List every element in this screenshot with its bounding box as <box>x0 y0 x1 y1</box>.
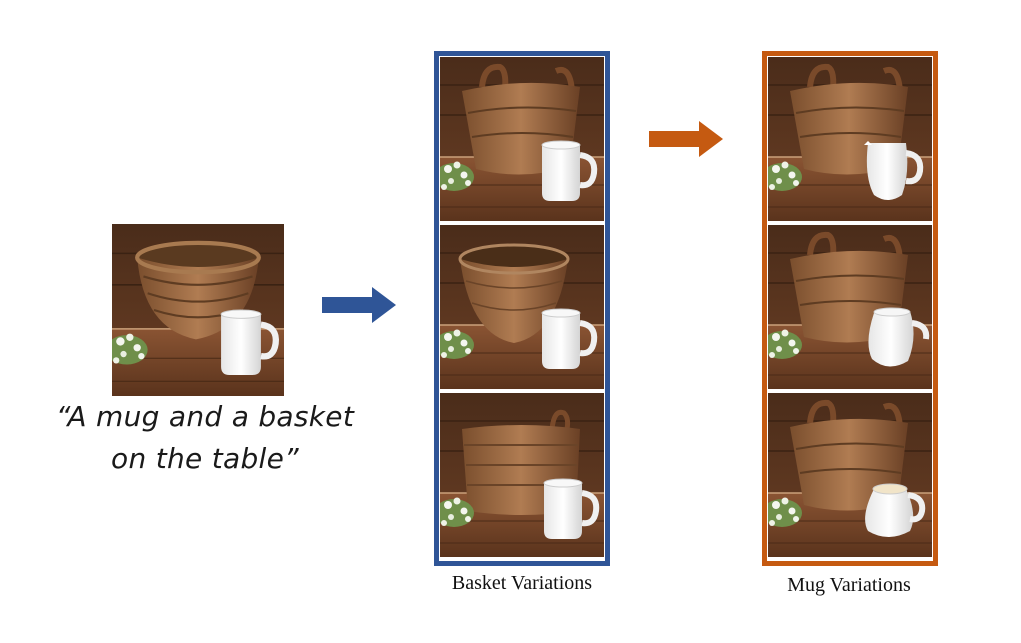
mug-variations-frame <box>762 51 938 566</box>
prompt-line-2: on the table” <box>111 442 299 475</box>
right-arrow-icon <box>649 121 723 157</box>
prompt-text: “A mug and a basket on the table” <box>40 396 370 480</box>
mug-variation-3 <box>768 393 932 557</box>
basket-variations-caption: Basket Variations <box>451 572 593 594</box>
mug-variations-caption: Mug Variations <box>787 574 911 596</box>
original-image <box>112 224 284 396</box>
basket-variation-2 <box>440 225 604 389</box>
prompt-line-1: “A mug and a basket <box>55 400 355 433</box>
basket-variation-1 <box>440 57 604 221</box>
right-arrow-icon <box>322 287 396 323</box>
basket-variations-frame <box>434 51 610 566</box>
mug-variation-1 <box>768 57 932 221</box>
basket-variation-3 <box>440 393 604 557</box>
mug-variation-2 <box>768 225 932 389</box>
